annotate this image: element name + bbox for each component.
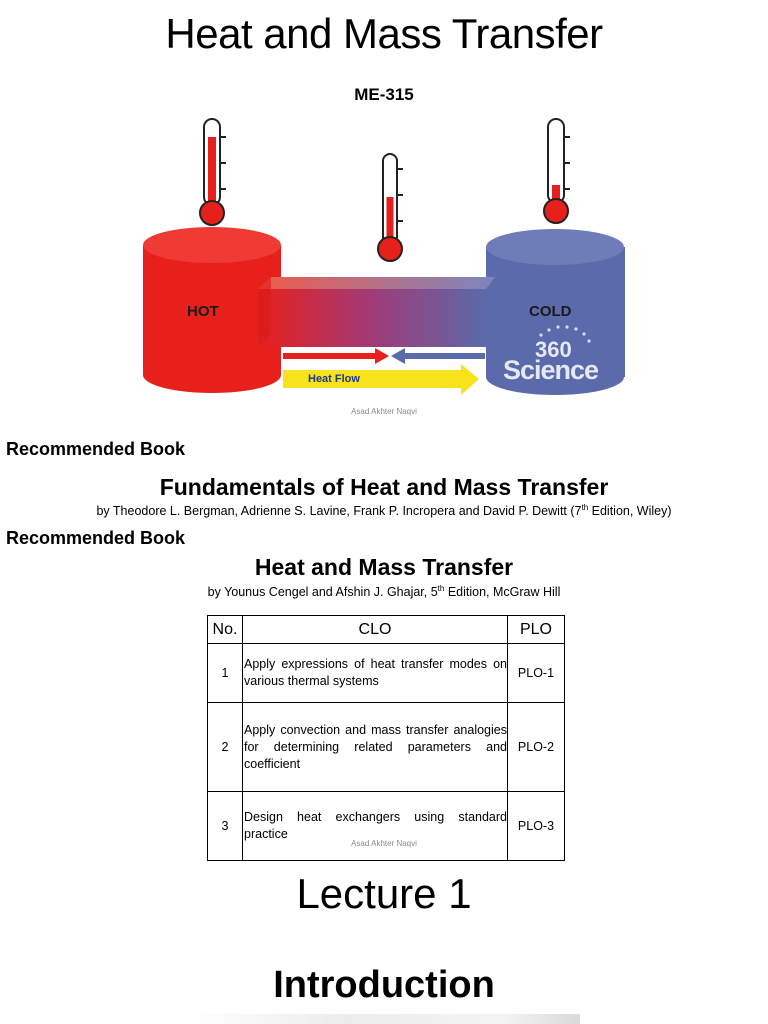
plo-code: PLO-3 xyxy=(507,791,565,861)
introduction-heading: Introduction xyxy=(273,964,495,1006)
row-number: 3 xyxy=(207,791,243,861)
book-title: Fundamentals of Heat and Mass Transfer xyxy=(159,474,609,500)
authors-edition: Edition, Wiley) xyxy=(588,504,672,518)
authors-edition: Edition, McGraw Hill xyxy=(444,585,561,599)
authors-sup: th xyxy=(437,583,445,593)
authors-sup: th xyxy=(581,502,589,512)
cold-label: COLD xyxy=(529,303,572,320)
clo-table: No. CLO PLO 1 Apply expressions of heat … xyxy=(207,615,565,861)
image-credit: Asad Akhter Naqvi xyxy=(351,407,417,416)
course-code: ME-315 xyxy=(354,85,414,104)
heat-flow-illustration: HOT COLD Heat Flow 360 Science xyxy=(143,117,625,397)
column-header: CLO xyxy=(242,615,508,644)
cold-cylinder xyxy=(486,229,625,395)
heat-flow-svg xyxy=(143,117,625,397)
hot-label: HOT xyxy=(187,303,219,320)
heat-flow-label: Heat Flow xyxy=(308,373,360,385)
column-header: No. xyxy=(207,615,243,644)
authors-text: by Theodore L. Bergman, Adrienne S. Lavi… xyxy=(96,504,582,518)
plo-code: PLO-1 xyxy=(507,643,565,703)
thermometer-hot-icon xyxy=(199,118,226,226)
clo-description: Apply expressions of heat transfer modes… xyxy=(242,643,508,703)
next-page-fragment xyxy=(190,1014,580,1024)
column-header: PLO xyxy=(507,615,565,644)
science-logo-dots xyxy=(539,325,591,343)
thermometer-cold-icon xyxy=(543,118,570,224)
table-header-row: No. CLO PLO xyxy=(207,615,565,644)
row-number: 2 xyxy=(207,702,243,792)
hot-to-cold-arrow xyxy=(283,348,389,364)
logo-number: 360 xyxy=(535,337,572,362)
authors-text: by Younus Cengel and Afshin J. Ghajar, 5 xyxy=(207,585,438,599)
logo-word: Science xyxy=(503,355,599,385)
table-row: 2 Apply convection and mass transfer ana… xyxy=(207,702,565,792)
recommended-book-label: Recommended Book xyxy=(6,528,186,548)
book-authors: by Theodore L. Bergman, Adrienne S. Lavi… xyxy=(0,503,768,519)
lecture-heading: Lecture 1 xyxy=(296,870,472,917)
image-credit: Asad Akhter Naqvi xyxy=(351,839,417,848)
book-title: Heat and Mass Transfer xyxy=(254,554,514,580)
conducting-bar xyxy=(258,277,495,347)
heat-flow-arrow xyxy=(283,364,479,395)
thermometer-mid-icon xyxy=(377,153,403,262)
plo-code: PLO-2 xyxy=(507,702,565,792)
clo-description: Apply convection and mass transfer analo… xyxy=(242,702,508,792)
table-row: 1 Apply expressions of heat transfer mod… xyxy=(207,643,565,703)
book-authors: by Younus Cengel and Afshin J. Ghajar, 5… xyxy=(0,584,768,600)
row-number: 1 xyxy=(207,643,243,703)
cold-to-hot-arrow xyxy=(391,348,485,364)
recommended-book-label: Recommended Book xyxy=(6,439,186,459)
page-title: Heat and Mass Transfer xyxy=(165,10,603,57)
table-row: 3 Design heat exchangers using standard … xyxy=(207,791,565,861)
clo-description: Design heat exchangers using standard pr… xyxy=(242,791,508,861)
